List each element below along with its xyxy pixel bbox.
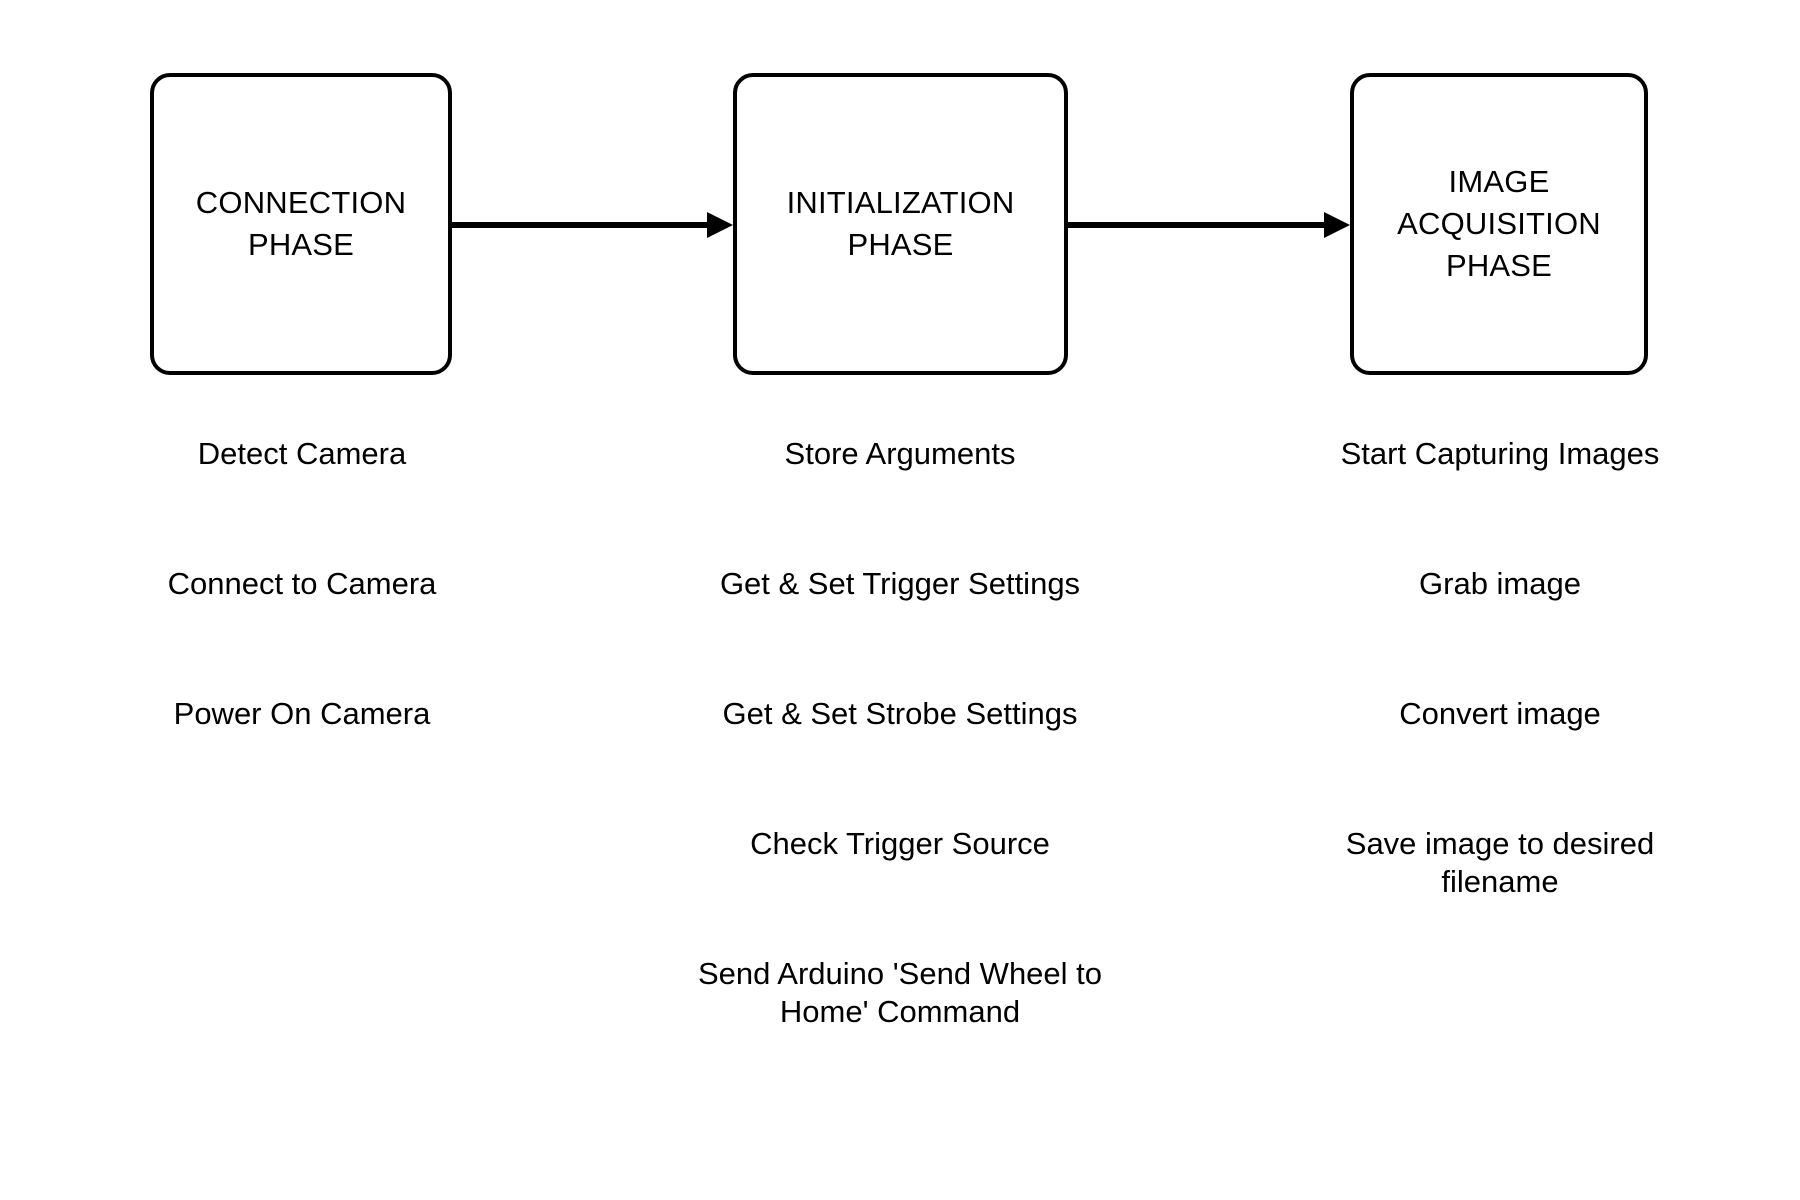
step-item: Save image to desired filename xyxy=(1345,826,1655,899)
arrow-initialization-to-acquisition xyxy=(1068,212,1350,238)
step-item: Power On Camera xyxy=(173,696,431,731)
phase-box-acquisition: IMAGE ACQUISITION PHASE xyxy=(1350,73,1648,375)
phase-box-initialization: INITIALIZATION PHASE xyxy=(733,73,1068,375)
arrow-connection-to-initialization xyxy=(452,212,733,238)
step-item: Send Arduino 'Send Wheel to Home' Comman… xyxy=(697,956,1103,1029)
arrowhead-icon xyxy=(707,212,733,238)
arrow-shaft xyxy=(452,222,709,228)
arrowhead-icon xyxy=(1324,212,1350,238)
step-item: Connect to Camera xyxy=(167,566,437,601)
arrow-shaft xyxy=(1068,222,1326,228)
step-item: Convert image xyxy=(1399,696,1601,731)
step-list-connection: Detect Camera Connect to Camera Power On… xyxy=(110,435,494,825)
phase-box-connection: CONNECTION PHASE xyxy=(150,73,452,375)
step-item: Store Arguments xyxy=(784,436,1016,471)
step-list-acquisition: Start Capturing Images Grab image Conver… xyxy=(1285,435,1715,955)
step-item: Get & Set Strobe Settings xyxy=(722,696,1078,731)
phase-title-connection: CONNECTION PHASE xyxy=(195,185,407,262)
step-item: Grab image xyxy=(1419,566,1581,601)
step-item: Get & Set Trigger Settings xyxy=(719,566,1081,601)
step-item: Start Capturing Images xyxy=(1340,436,1660,471)
step-item: Check Trigger Source xyxy=(750,826,1050,861)
phase-title-acquisition: IMAGE ACQUISITION PHASE xyxy=(1397,164,1601,283)
step-list-initialization: Store Arguments Get & Set Trigger Settin… xyxy=(650,435,1150,1085)
step-item: Detect Camera xyxy=(197,436,407,471)
phase-title-initialization: INITIALIZATION PHASE xyxy=(786,185,1015,262)
